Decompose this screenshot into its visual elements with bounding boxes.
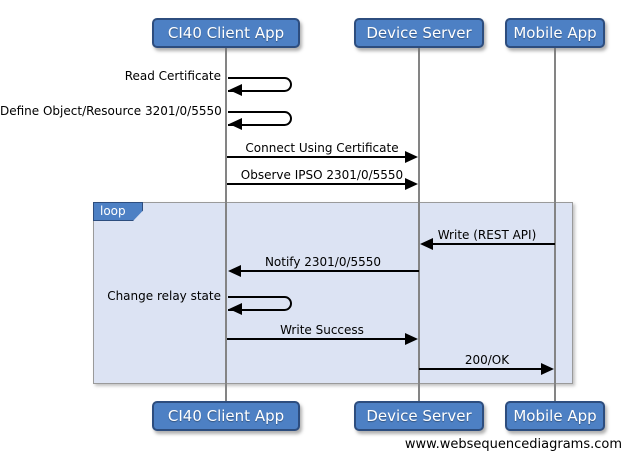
- actor-box-bottom-mobile-app: Mobile App: [505, 401, 605, 431]
- self-message-loop-read-certificate: [228, 77, 292, 92]
- actor-box-bottom-device-server: Device Server: [354, 401, 484, 431]
- arrowhead-icon-connect-using-certificate: [405, 151, 418, 163]
- message-label-read-certificate: Read Certificate: [124, 69, 221, 83]
- arrowhead-icon-define-object-resource: [229, 118, 242, 130]
- watermark: www.websequencediagrams.com: [404, 437, 622, 452]
- actor-box-bottom-ci40-client-app: CI40 Client App: [152, 401, 300, 431]
- loop-fragment: loop: [93, 202, 573, 384]
- self-message-loop-change-relay-state: [228, 296, 292, 311]
- arrowhead-icon-notify: [228, 265, 241, 277]
- actor-box-top-mobile-app: Mobile App: [505, 18, 605, 48]
- message-label-write-rest-api: Write (REST API): [437, 228, 537, 242]
- arrowhead-icon-write-success: [405, 333, 418, 345]
- message-line-notify: [233, 270, 419, 272]
- lifeline-ci40-client-app: [225, 48, 227, 401]
- message-label-observe-ipso: Observe IPSO 2301/0/5550: [240, 168, 404, 182]
- message-line-write-rest-api: [425, 243, 555, 245]
- lifeline-device-server: [418, 48, 420, 401]
- message-label-change-relay-state: Change relay state: [107, 289, 221, 303]
- message-line-write-success: [227, 338, 412, 340]
- arrowhead-icon-observe-ipso: [405, 178, 418, 190]
- actor-box-top-ci40-client-app: CI40 Client App: [152, 18, 300, 48]
- message-label-connect-using-certificate: Connect Using Certificate: [245, 141, 399, 155]
- message-line-200-ok: [419, 368, 549, 370]
- message-label-write-success: Write Success: [280, 323, 364, 337]
- message-label-define-object-resource: Define Object/Resource 3201/0/5550: [0, 104, 222, 118]
- message-line-connect-using-certificate: [227, 156, 412, 158]
- lifeline-mobile-app: [554, 48, 556, 401]
- self-message-loop-define-object-resource: [228, 111, 292, 126]
- arrowhead-icon-change-relay-state: [229, 303, 242, 315]
- loop-fragment-operator-tab: loop: [93, 202, 143, 221]
- arrowhead-icon-read-certificate: [229, 84, 242, 96]
- arrowhead-icon-write-rest-api: [420, 238, 433, 250]
- arrowhead-icon-200-ok: [541, 363, 554, 375]
- message-label-notify: Notify 2301/0/5550: [264, 255, 382, 269]
- message-label-200-ok: 200/OK: [464, 353, 510, 367]
- message-line-observe-ipso: [227, 183, 412, 185]
- actor-box-top-device-server: Device Server: [354, 18, 484, 48]
